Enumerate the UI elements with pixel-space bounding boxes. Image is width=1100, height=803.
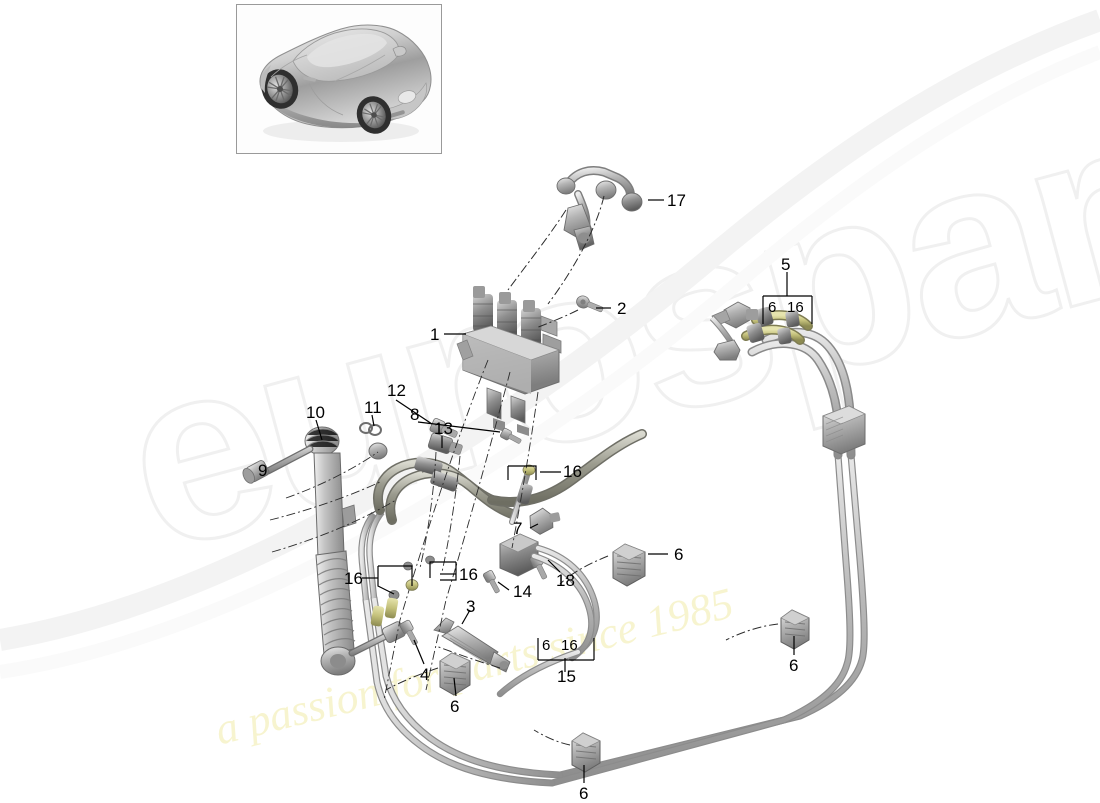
callout-8: 8 bbox=[410, 405, 420, 424]
group-bracket-15-left-part: 6 bbox=[542, 637, 551, 654]
callout-15: 15 bbox=[557, 667, 576, 686]
callout-10: 10 bbox=[306, 403, 325, 422]
callout-7: 7 bbox=[513, 519, 523, 538]
callout-3: 3 bbox=[466, 597, 476, 616]
group-bracket-15-right-part: 16 bbox=[561, 637, 578, 654]
callout-2: 2 bbox=[617, 299, 627, 318]
callout-16-c: 16 bbox=[563, 462, 582, 481]
group-bracket-5-left-part: 6 bbox=[768, 299, 777, 316]
callout-6-c: 6 bbox=[789, 656, 799, 675]
callout-4: 4 bbox=[420, 665, 430, 684]
callout-18: 18 bbox=[556, 571, 575, 590]
callout-11: 11 bbox=[364, 398, 382, 417]
callout-16-b: 16 bbox=[459, 565, 478, 584]
callout-17: 17 bbox=[667, 191, 686, 210]
callout-14: 14 bbox=[513, 582, 532, 601]
callout-12: 12 bbox=[387, 381, 406, 400]
callout-16-a: 16 bbox=[344, 569, 363, 588]
callout-6-b: 6 bbox=[450, 697, 460, 716]
callout-13: 13 bbox=[434, 419, 453, 438]
group-bracket-5-right-part: 16 bbox=[787, 299, 804, 316]
callout-1: 1 bbox=[430, 325, 440, 344]
callout-6-d: 6 bbox=[579, 784, 589, 803]
callout-5: 5 bbox=[781, 255, 791, 274]
callout-6-a: 6 bbox=[674, 545, 684, 564]
vehicle-thumbnail bbox=[236, 4, 442, 154]
callout-9: 9 bbox=[258, 461, 268, 480]
